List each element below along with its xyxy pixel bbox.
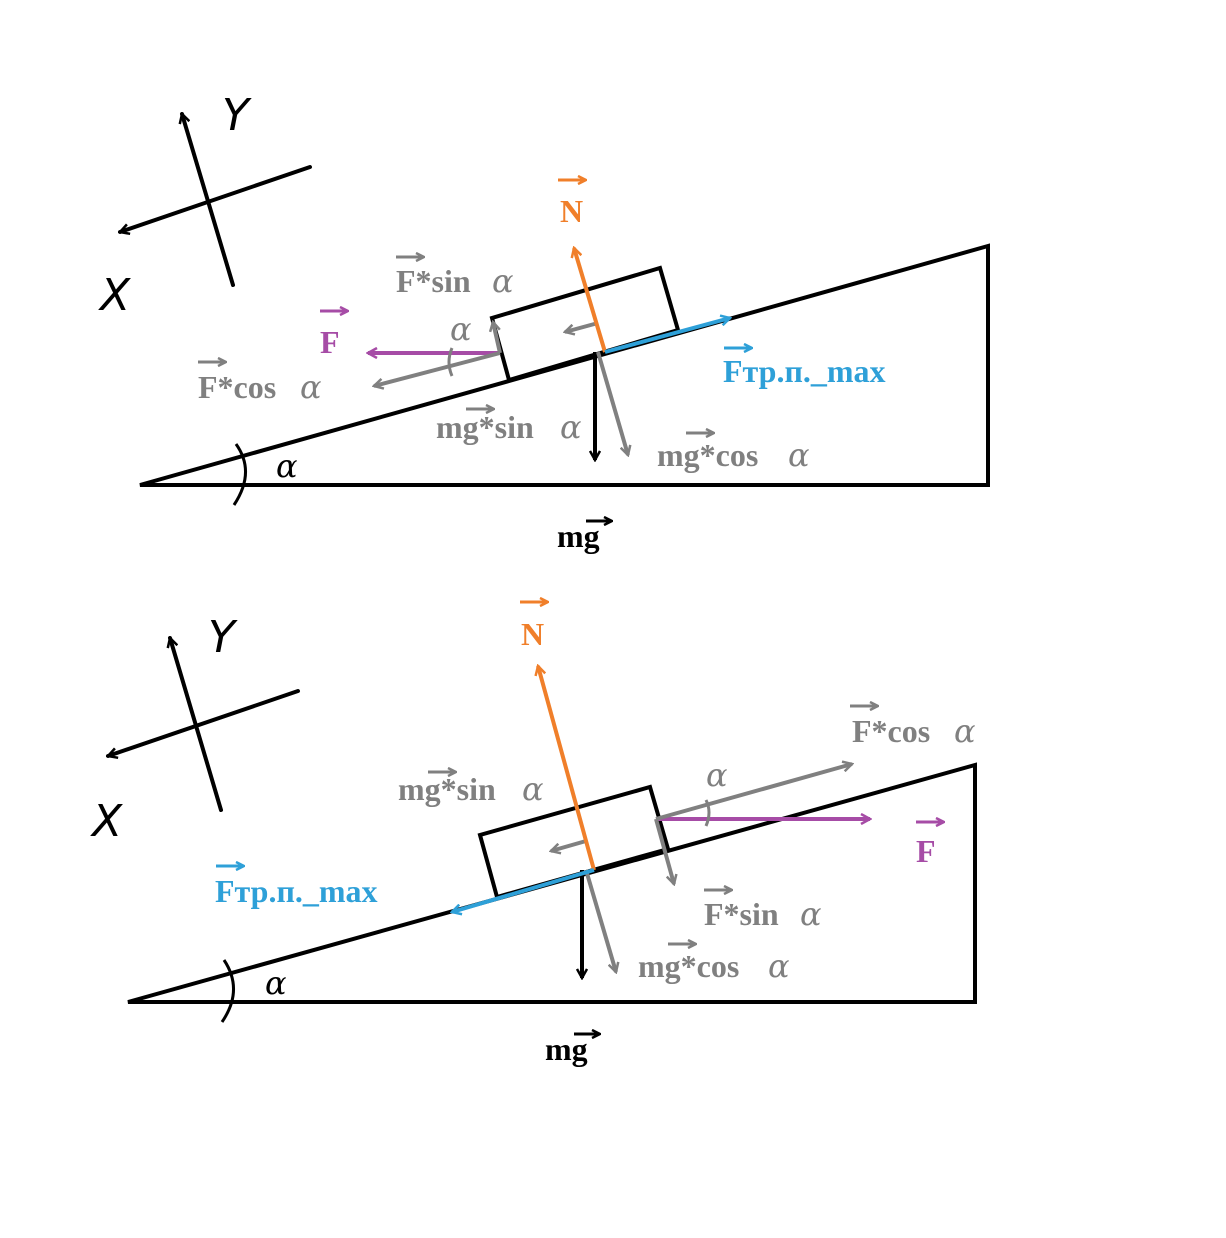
f-cos-label-2: F*cos α xyxy=(850,706,976,750)
f-angle-arc-2 xyxy=(704,799,711,827)
mg-sin-arrow-1 xyxy=(565,321,599,332)
n-label-text-1: N xyxy=(560,193,583,229)
x-axis-label-1: X xyxy=(98,270,131,321)
f-cos-alpha-1: α xyxy=(300,368,322,406)
x-axis-label-2: X xyxy=(90,796,123,847)
f-cos-arrow-1 xyxy=(374,351,501,386)
angle-label-2: α xyxy=(265,964,287,1002)
friction-label-1: Fтр.п._max xyxy=(723,348,886,389)
axes-2 xyxy=(108,638,300,812)
f-cos-label-1: F*cos α xyxy=(198,362,322,406)
f-angle-label-1: α xyxy=(450,310,472,348)
friction-arrow-1 xyxy=(604,318,730,354)
mg-sin-alpha-2: α xyxy=(522,770,544,808)
mg-sin-label-text-1: mg*sin xyxy=(436,409,534,445)
mg-cos-label-1: mg*cos α xyxy=(657,433,810,474)
f-sin-alpha-1: α xyxy=(492,262,514,300)
mg-sin-alpha-1: α xyxy=(560,408,582,446)
friction-arrow-2 xyxy=(452,868,595,912)
mg-cos-alpha-1: α xyxy=(788,436,810,474)
friction-label-text-2: Fтр.п._max xyxy=(215,873,378,909)
f-sin-label-1: F*sin α xyxy=(396,257,514,300)
f-cos-label-text-1: F*cos xyxy=(198,369,276,405)
mg-sin-label-text-2: mg*sin xyxy=(398,771,496,807)
mg-sin-label-1: mg*sin α xyxy=(436,408,582,446)
y-axis-label-1: Y xyxy=(222,90,252,141)
mg-cos-arrow-1 xyxy=(596,351,628,455)
normal-arrow-1 xyxy=(574,248,607,353)
n-label-2: N xyxy=(520,602,548,652)
mg-label-1: mg xyxy=(557,518,612,554)
y-axis-2 xyxy=(170,638,223,812)
angle-arc-2 xyxy=(220,959,235,1023)
f-cos-label-text-2: F*cos xyxy=(852,713,930,749)
mg-label-text-1: mg xyxy=(557,518,600,554)
x-axis-2 xyxy=(108,689,300,756)
f-sin-arrow-1 xyxy=(493,322,502,354)
friction-label-text-1: Fтр.п._max xyxy=(723,353,886,389)
diagram-1: X Y α α N F xyxy=(98,90,990,554)
n-label-1: N xyxy=(558,180,586,229)
f-sin-label-text-2: F*sin xyxy=(704,896,779,932)
n-label-text-2: N xyxy=(521,616,544,652)
friction-label-2: Fтр.п._max xyxy=(215,866,378,909)
f-cos-alpha-2: α xyxy=(954,712,976,750)
f-label-1: F xyxy=(320,311,348,360)
x-axis-1 xyxy=(120,165,312,232)
mg-cos-label-text-1: mg*cos xyxy=(657,437,758,473)
mg-cos-arrow-2 xyxy=(584,869,616,972)
f-label-text-2: F xyxy=(916,833,936,869)
normal-arrow-2 xyxy=(538,666,596,871)
f-sin-label-2: F*sin α xyxy=(704,890,822,933)
f-label-text-1: F xyxy=(320,324,340,360)
f-sin-label-text-1: F*sin xyxy=(396,263,471,299)
f-sin-alpha-2: α xyxy=(800,895,822,933)
f-angle-arc-1 xyxy=(447,347,454,377)
mg-sin-arrow-2 xyxy=(551,839,587,851)
y-axis-1 xyxy=(182,114,235,287)
mg-cos-label-text-2: mg*cos xyxy=(638,948,739,984)
y-axis-label-2: Y xyxy=(208,612,238,663)
f-cos-arrow-2 xyxy=(655,764,852,821)
mg-label-text-2: mg xyxy=(545,1031,588,1067)
diagram-2: X Y α α N F xyxy=(90,602,977,1067)
f-label-2: F xyxy=(916,822,944,869)
mg-cos-alpha-2: α xyxy=(768,947,790,985)
block-2 xyxy=(477,784,671,900)
mg-label-2: mg xyxy=(545,1031,600,1067)
angle-label-1: α xyxy=(276,447,298,485)
f-sin-arrow-2 xyxy=(654,818,674,884)
mg-sin-label-2: mg*sin α xyxy=(398,770,544,808)
angle-arc-1 xyxy=(232,443,247,506)
mg-cos-label-2: mg*cos α xyxy=(638,944,790,985)
axes-1 xyxy=(120,114,312,287)
f-angle-label-2: α xyxy=(706,756,728,794)
